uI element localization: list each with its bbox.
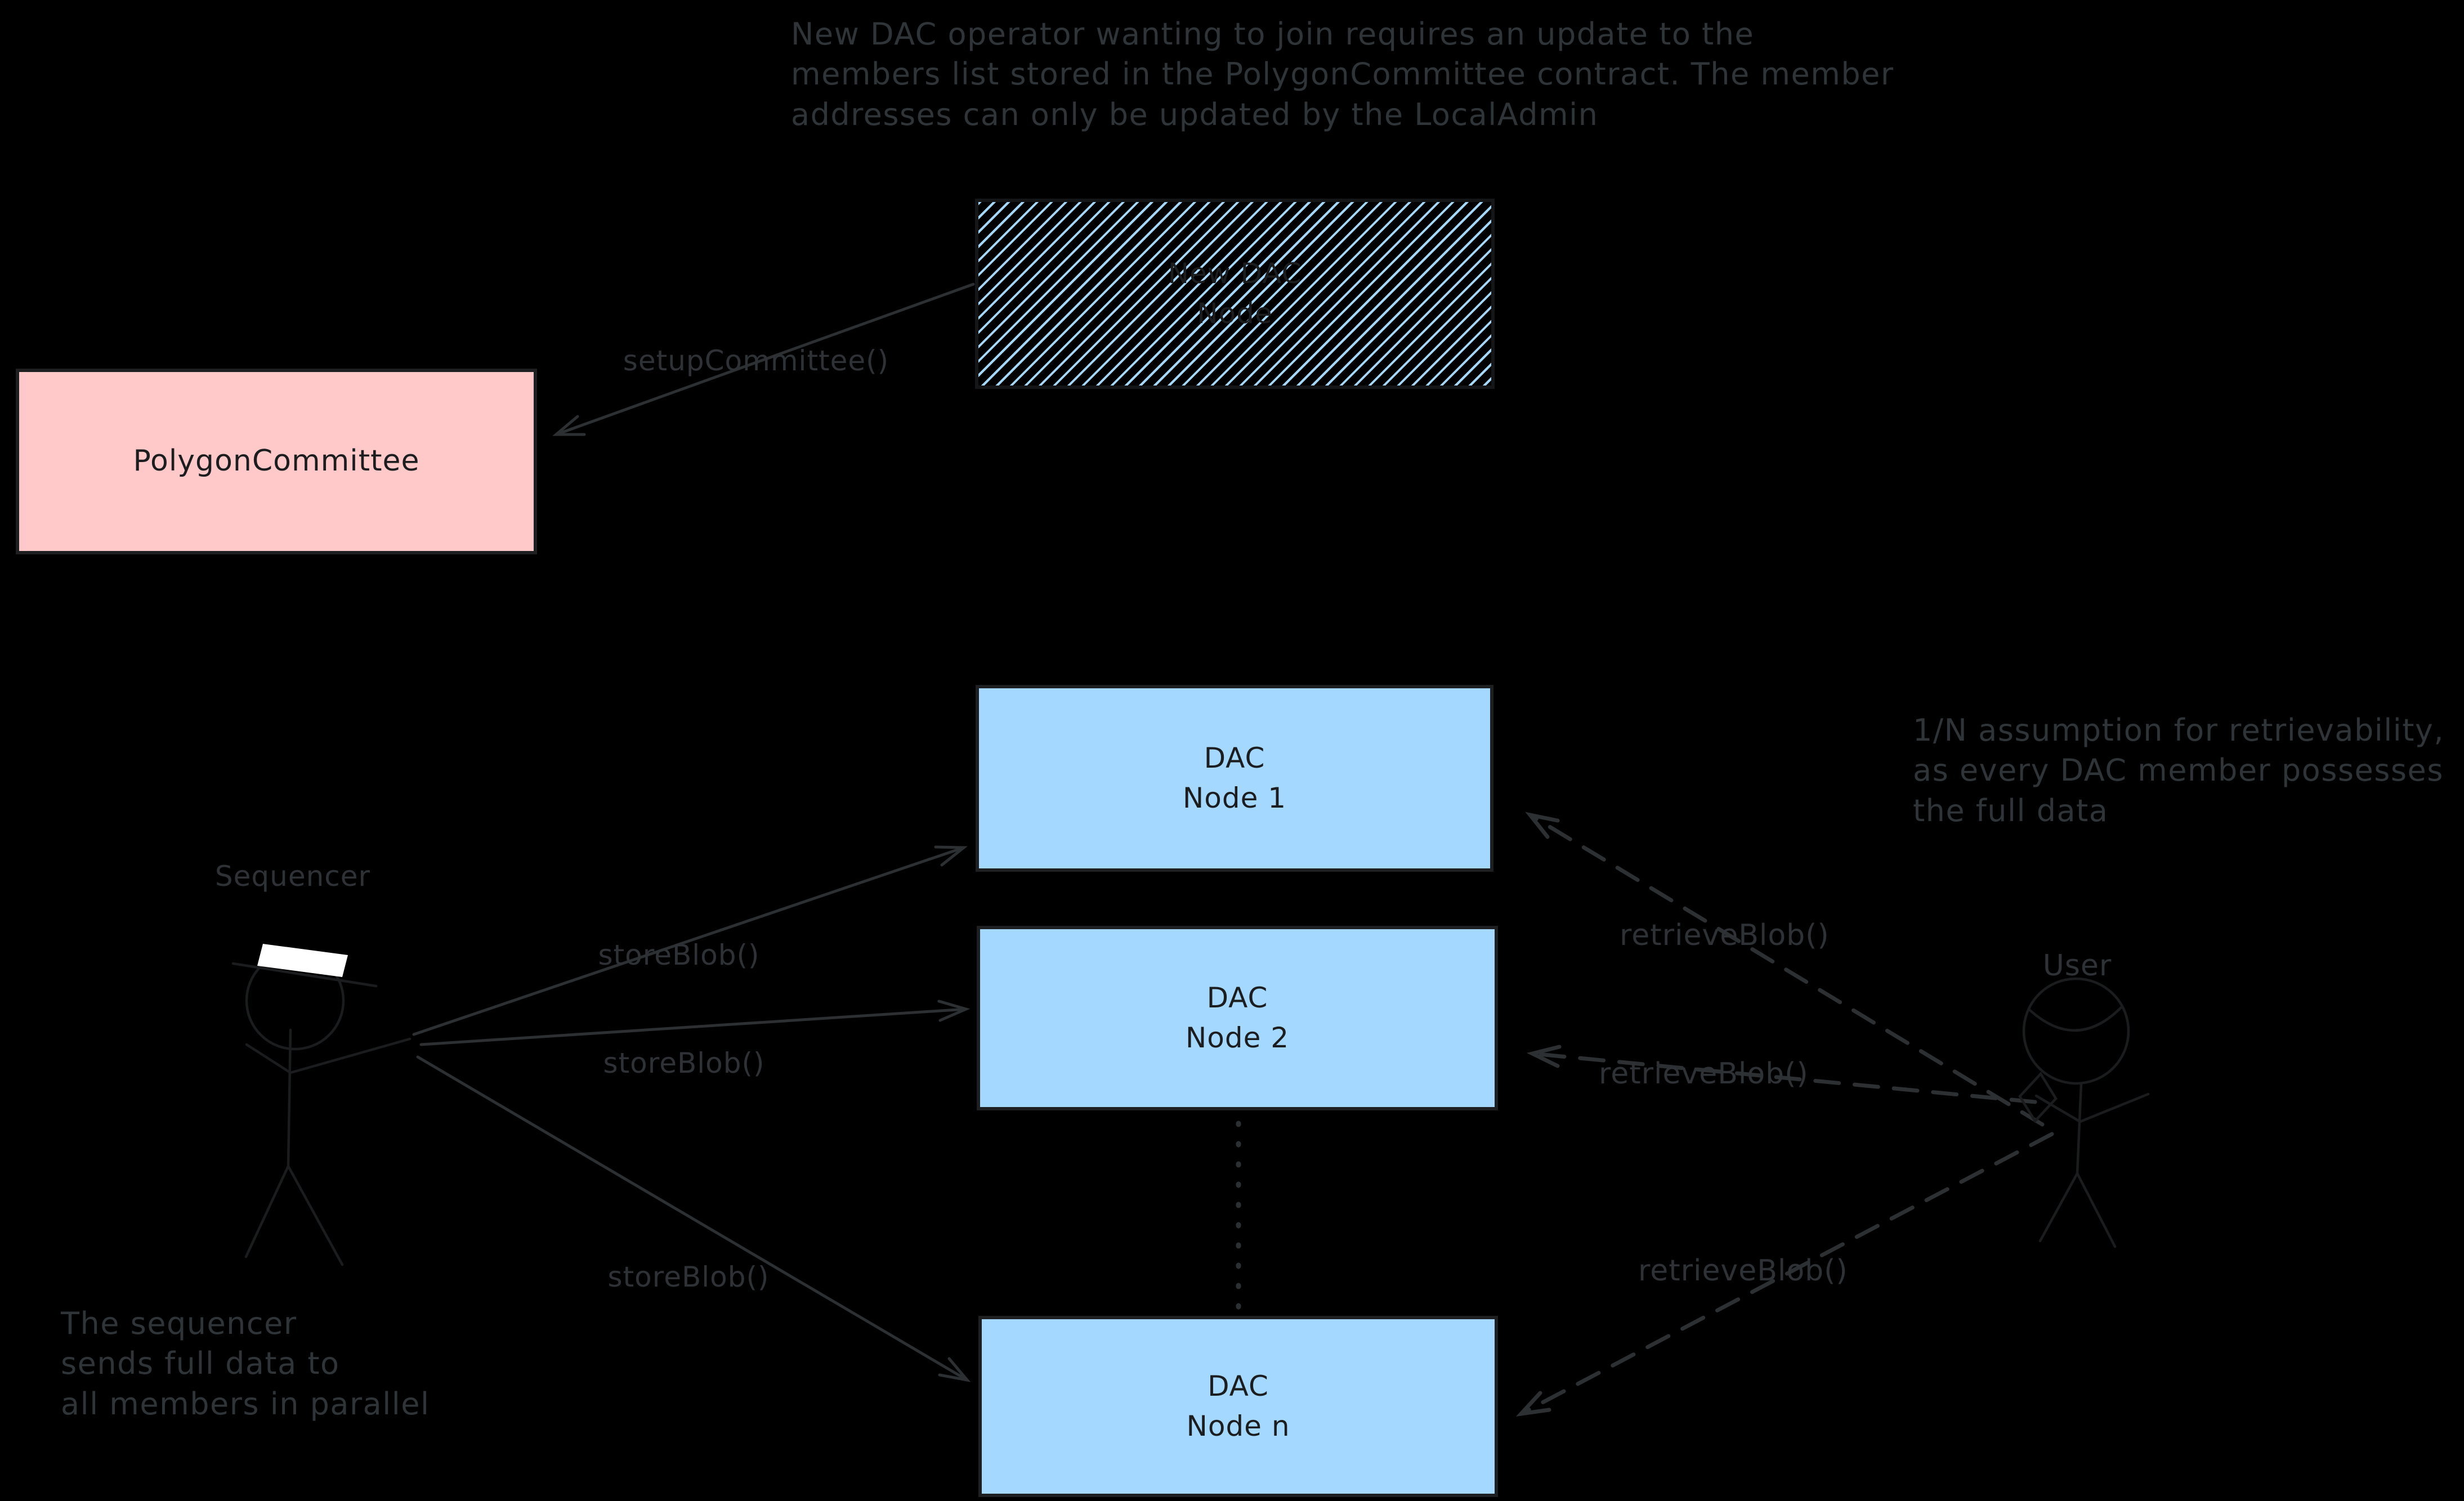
user-head xyxy=(2022,977,2130,1085)
retrieve-blob-arrow-3 xyxy=(1519,1132,2054,1416)
retrieve-blob-label-3: retrieveBlob() xyxy=(1638,1254,1848,1288)
dac-node-1-label: DAC Node 1 xyxy=(1182,742,1287,814)
dashed-arrowheads xyxy=(1515,812,1562,1417)
retrieve-blob-arrow-1 xyxy=(1528,813,2045,1127)
polygon-committee-box: PolygonCommittee xyxy=(16,369,537,554)
retrieve-blob-arrowhead-3 xyxy=(1515,1391,1551,1417)
join-requirement-note: New DAC operator wanting to join require… xyxy=(791,16,1894,132)
store-blob-arrowhead-3 xyxy=(938,1357,971,1382)
store-blob-arrow-1 xyxy=(412,846,965,1036)
user-hair xyxy=(2028,1005,2124,1032)
store-blob-label-3: storeBlob() xyxy=(607,1261,770,1293)
dac-node-1-box: DAC Node 1 xyxy=(976,685,1493,872)
dashed-arrows xyxy=(1519,813,2054,1416)
dac-node-n-label: DAC Node n xyxy=(1186,1370,1290,1442)
retrievability-note: 1/N assumption for retrievability, as ev… xyxy=(1913,713,2445,828)
sequencer-arm-right xyxy=(289,1037,412,1074)
user-leg-left xyxy=(2038,1172,2079,1243)
user-label: User xyxy=(2042,949,2112,983)
solid-arrows xyxy=(412,283,975,1382)
sequencer-body xyxy=(287,1028,292,1168)
sequencer-leg-right xyxy=(287,1164,344,1266)
setup-committee-arrow xyxy=(554,283,975,436)
store-blob-arrowhead-1 xyxy=(934,845,968,867)
store-blob-arrow-2 xyxy=(419,1007,968,1046)
sequencer-hat-brim xyxy=(231,962,378,988)
user-hand-item xyxy=(2018,1072,2058,1123)
sequencer-figure-icon xyxy=(231,951,412,1266)
sequencer-label: Sequencer xyxy=(214,860,371,893)
store-blob-label-2: storeBlob() xyxy=(603,1047,765,1079)
sequencer-white-badge xyxy=(257,944,348,977)
store-blob-arrow-3 xyxy=(416,1055,969,1382)
user-leg-right xyxy=(2076,1172,2117,1248)
dac-node-2-box: DAC Node 2 xyxy=(977,926,1498,1110)
user-arm-left xyxy=(2034,1094,2082,1123)
new-dac-node-label: New DAC Node xyxy=(1168,257,1302,330)
retrieve-blob-arrowhead-2 xyxy=(1526,1045,1562,1068)
parallel-send-note: The sequencer sends full data to all mem… xyxy=(61,1306,430,1422)
sequencer-leg-left xyxy=(244,1164,290,1258)
user-figure-icon xyxy=(2018,977,2150,1248)
retrieve-blob-arrow-2 xyxy=(1530,1051,2037,1104)
retrieve-blob-label-2: retrieveBlob() xyxy=(1599,1057,1809,1091)
dac-node-2-label: DAC Node 2 xyxy=(1185,982,1290,1054)
user-body xyxy=(2076,1082,2083,1175)
dac-node-n-box: DAC Node n xyxy=(978,1316,1498,1497)
setup-committee-label: setupCommittee() xyxy=(623,344,889,377)
polygon-committee-label: PolygonCommittee xyxy=(133,444,420,478)
new-dac-node-box: New DAC Node xyxy=(975,199,1495,389)
retrieve-blob-arrowhead-1 xyxy=(1525,812,1560,839)
retrieve-blob-label-1: retrieveBlob() xyxy=(1620,918,1830,952)
user-arm-right xyxy=(2078,1092,2150,1123)
setup-committee-arrowhead xyxy=(552,415,586,436)
store-blob-label-1: storeBlob() xyxy=(598,939,760,971)
store-blob-arrowhead-2 xyxy=(937,1000,971,1022)
sequencer-arm-left xyxy=(245,1043,292,1074)
